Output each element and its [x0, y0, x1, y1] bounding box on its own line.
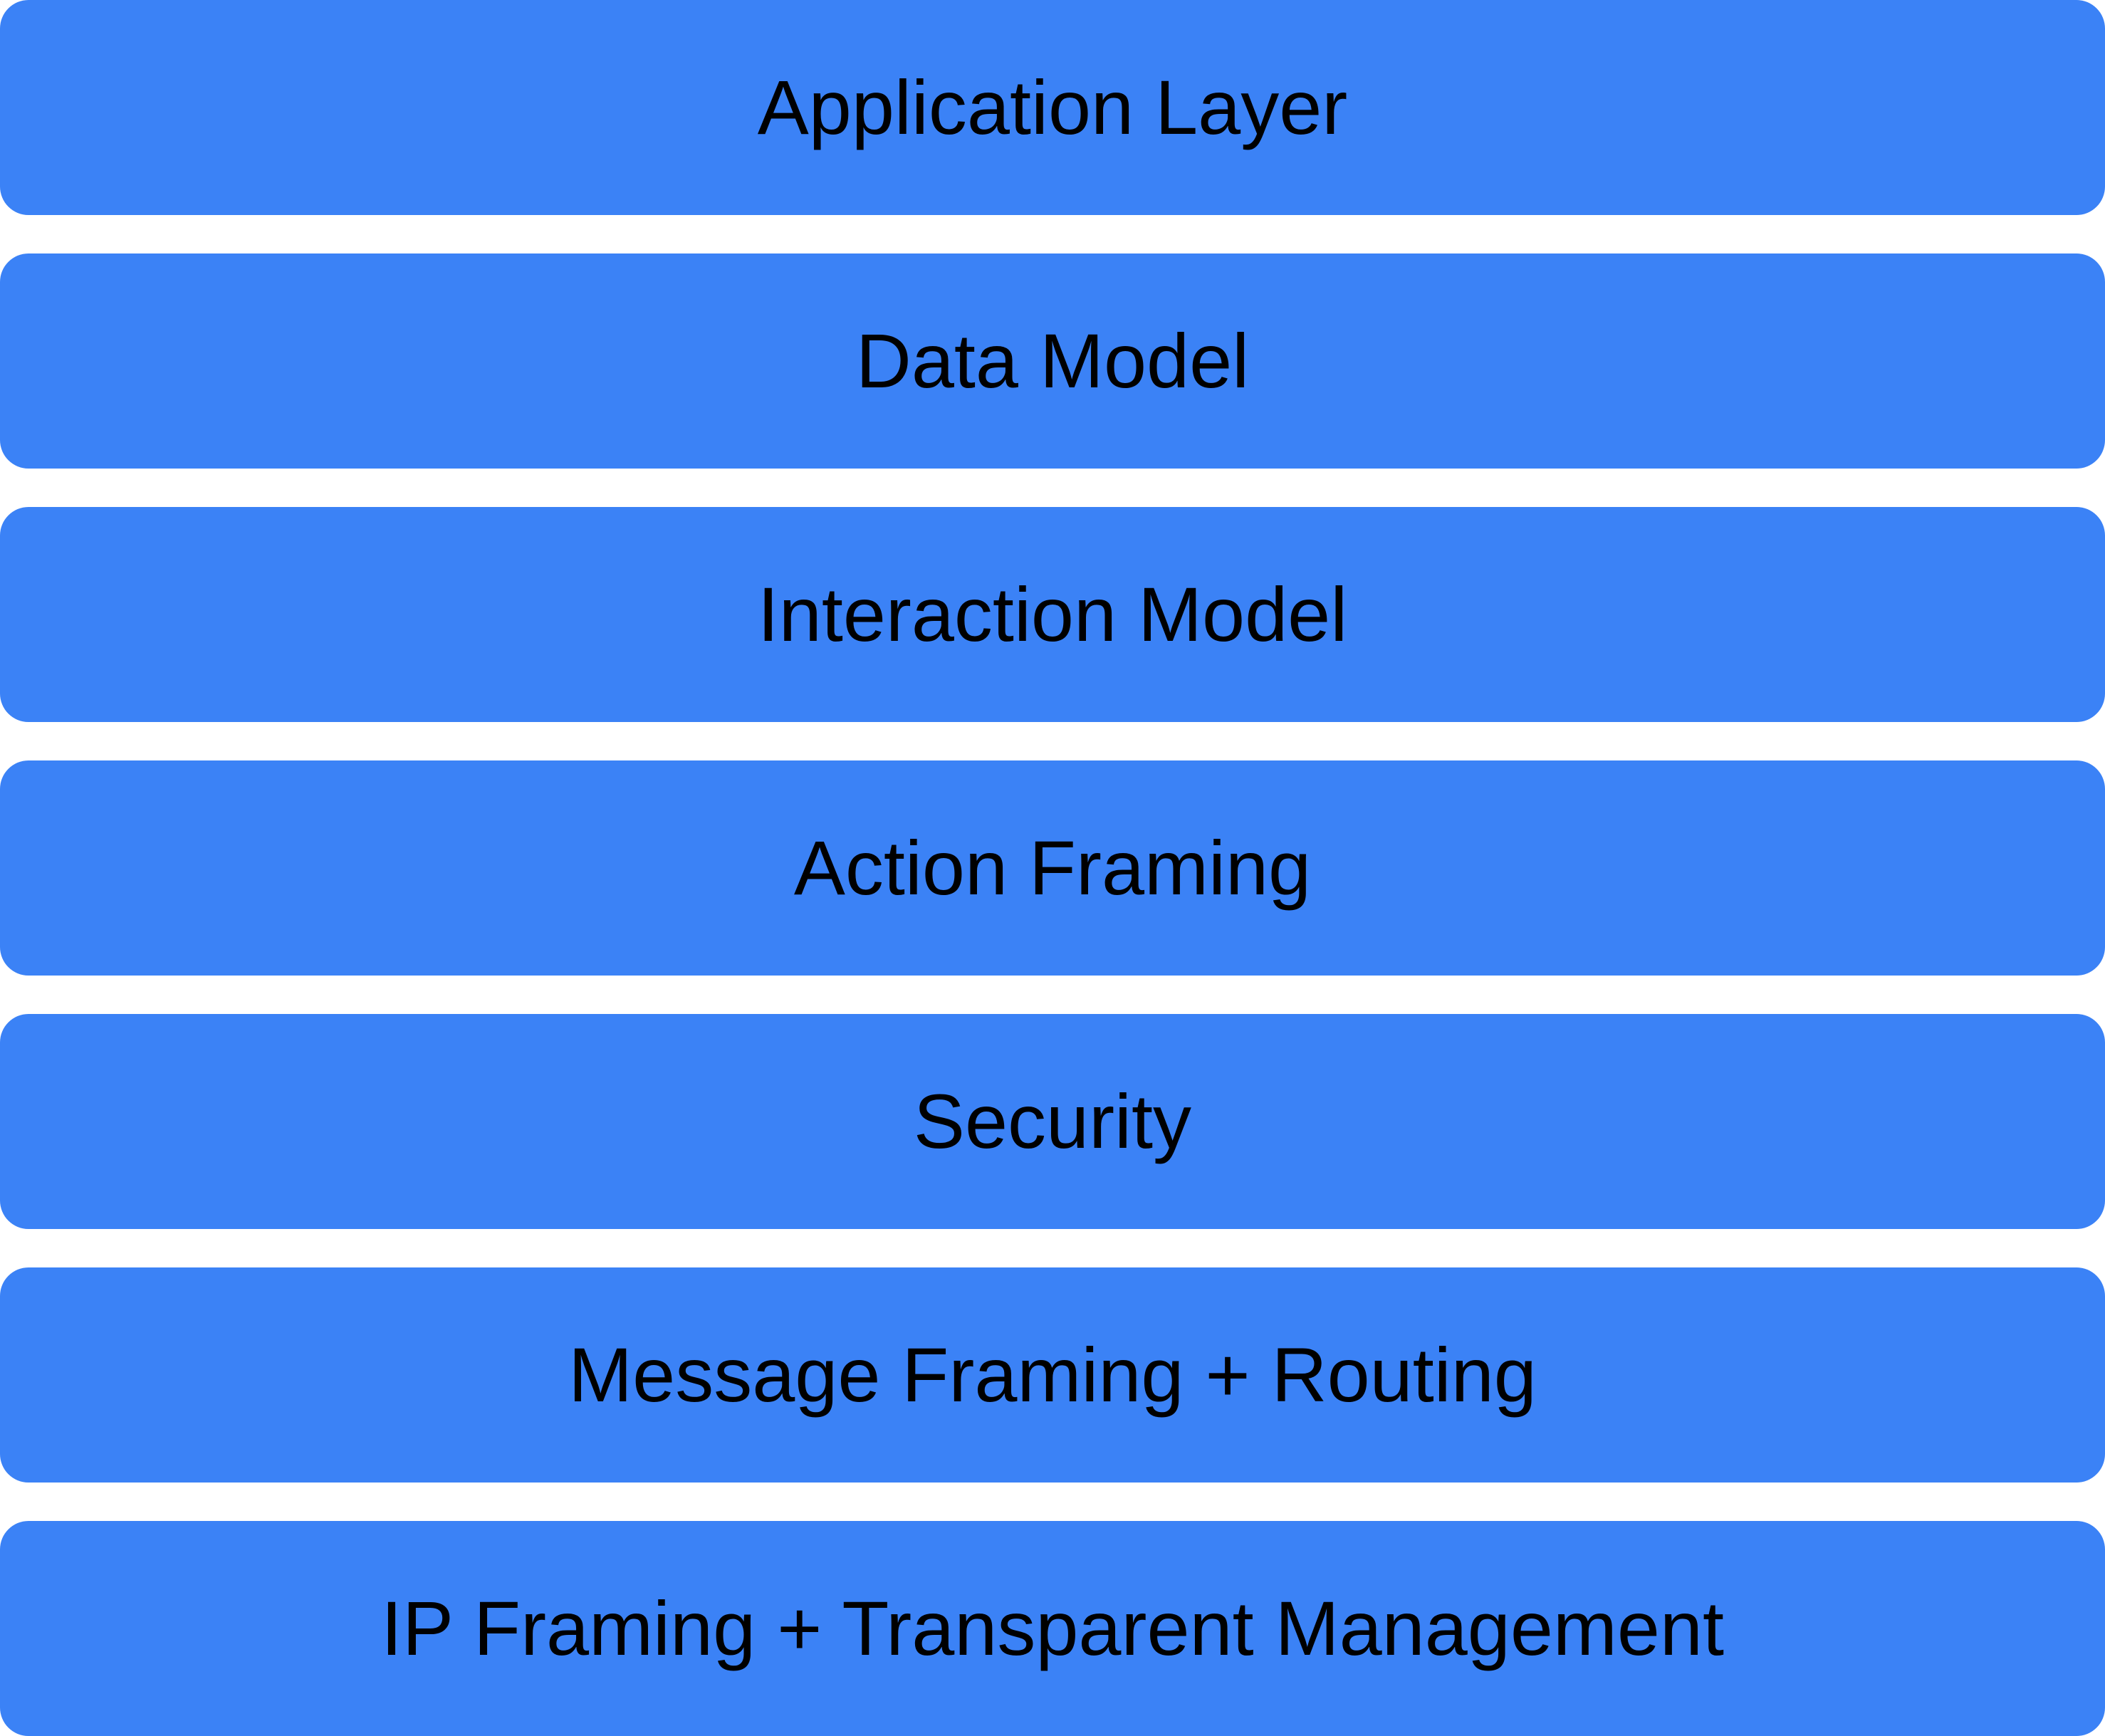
layer-label-security: Security — [913, 1078, 1192, 1164]
layer-label-interaction-model: Interaction Model — [757, 571, 1348, 657]
layer-block-message-framing-routing: Message Framing + Routing — [0, 1267, 2105, 1483]
layer-label-data-model: Data Model — [855, 318, 1250, 404]
layer-label-message-framing-routing: Message Framing + Routing — [568, 1332, 1537, 1418]
layer-label-application-layer: Application Layer — [757, 64, 1348, 150]
layer-block-ip-framing-transparent-management: IP Framing + Transparent Management — [0, 1521, 2105, 1736]
layer-block-security: Security — [0, 1014, 2105, 1229]
layer-block-data-model: Data Model — [0, 253, 2105, 469]
layer-label-ip-framing-transparent-management: IP Framing + Transparent Management — [381, 1585, 1724, 1671]
layer-label-action-framing: Action Framing — [793, 825, 1312, 911]
layer-block-action-framing: Action Framing — [0, 760, 2105, 976]
layer-block-interaction-model: Interaction Model — [0, 507, 2105, 722]
layer-block-application-layer: Application Layer — [0, 0, 2105, 215]
